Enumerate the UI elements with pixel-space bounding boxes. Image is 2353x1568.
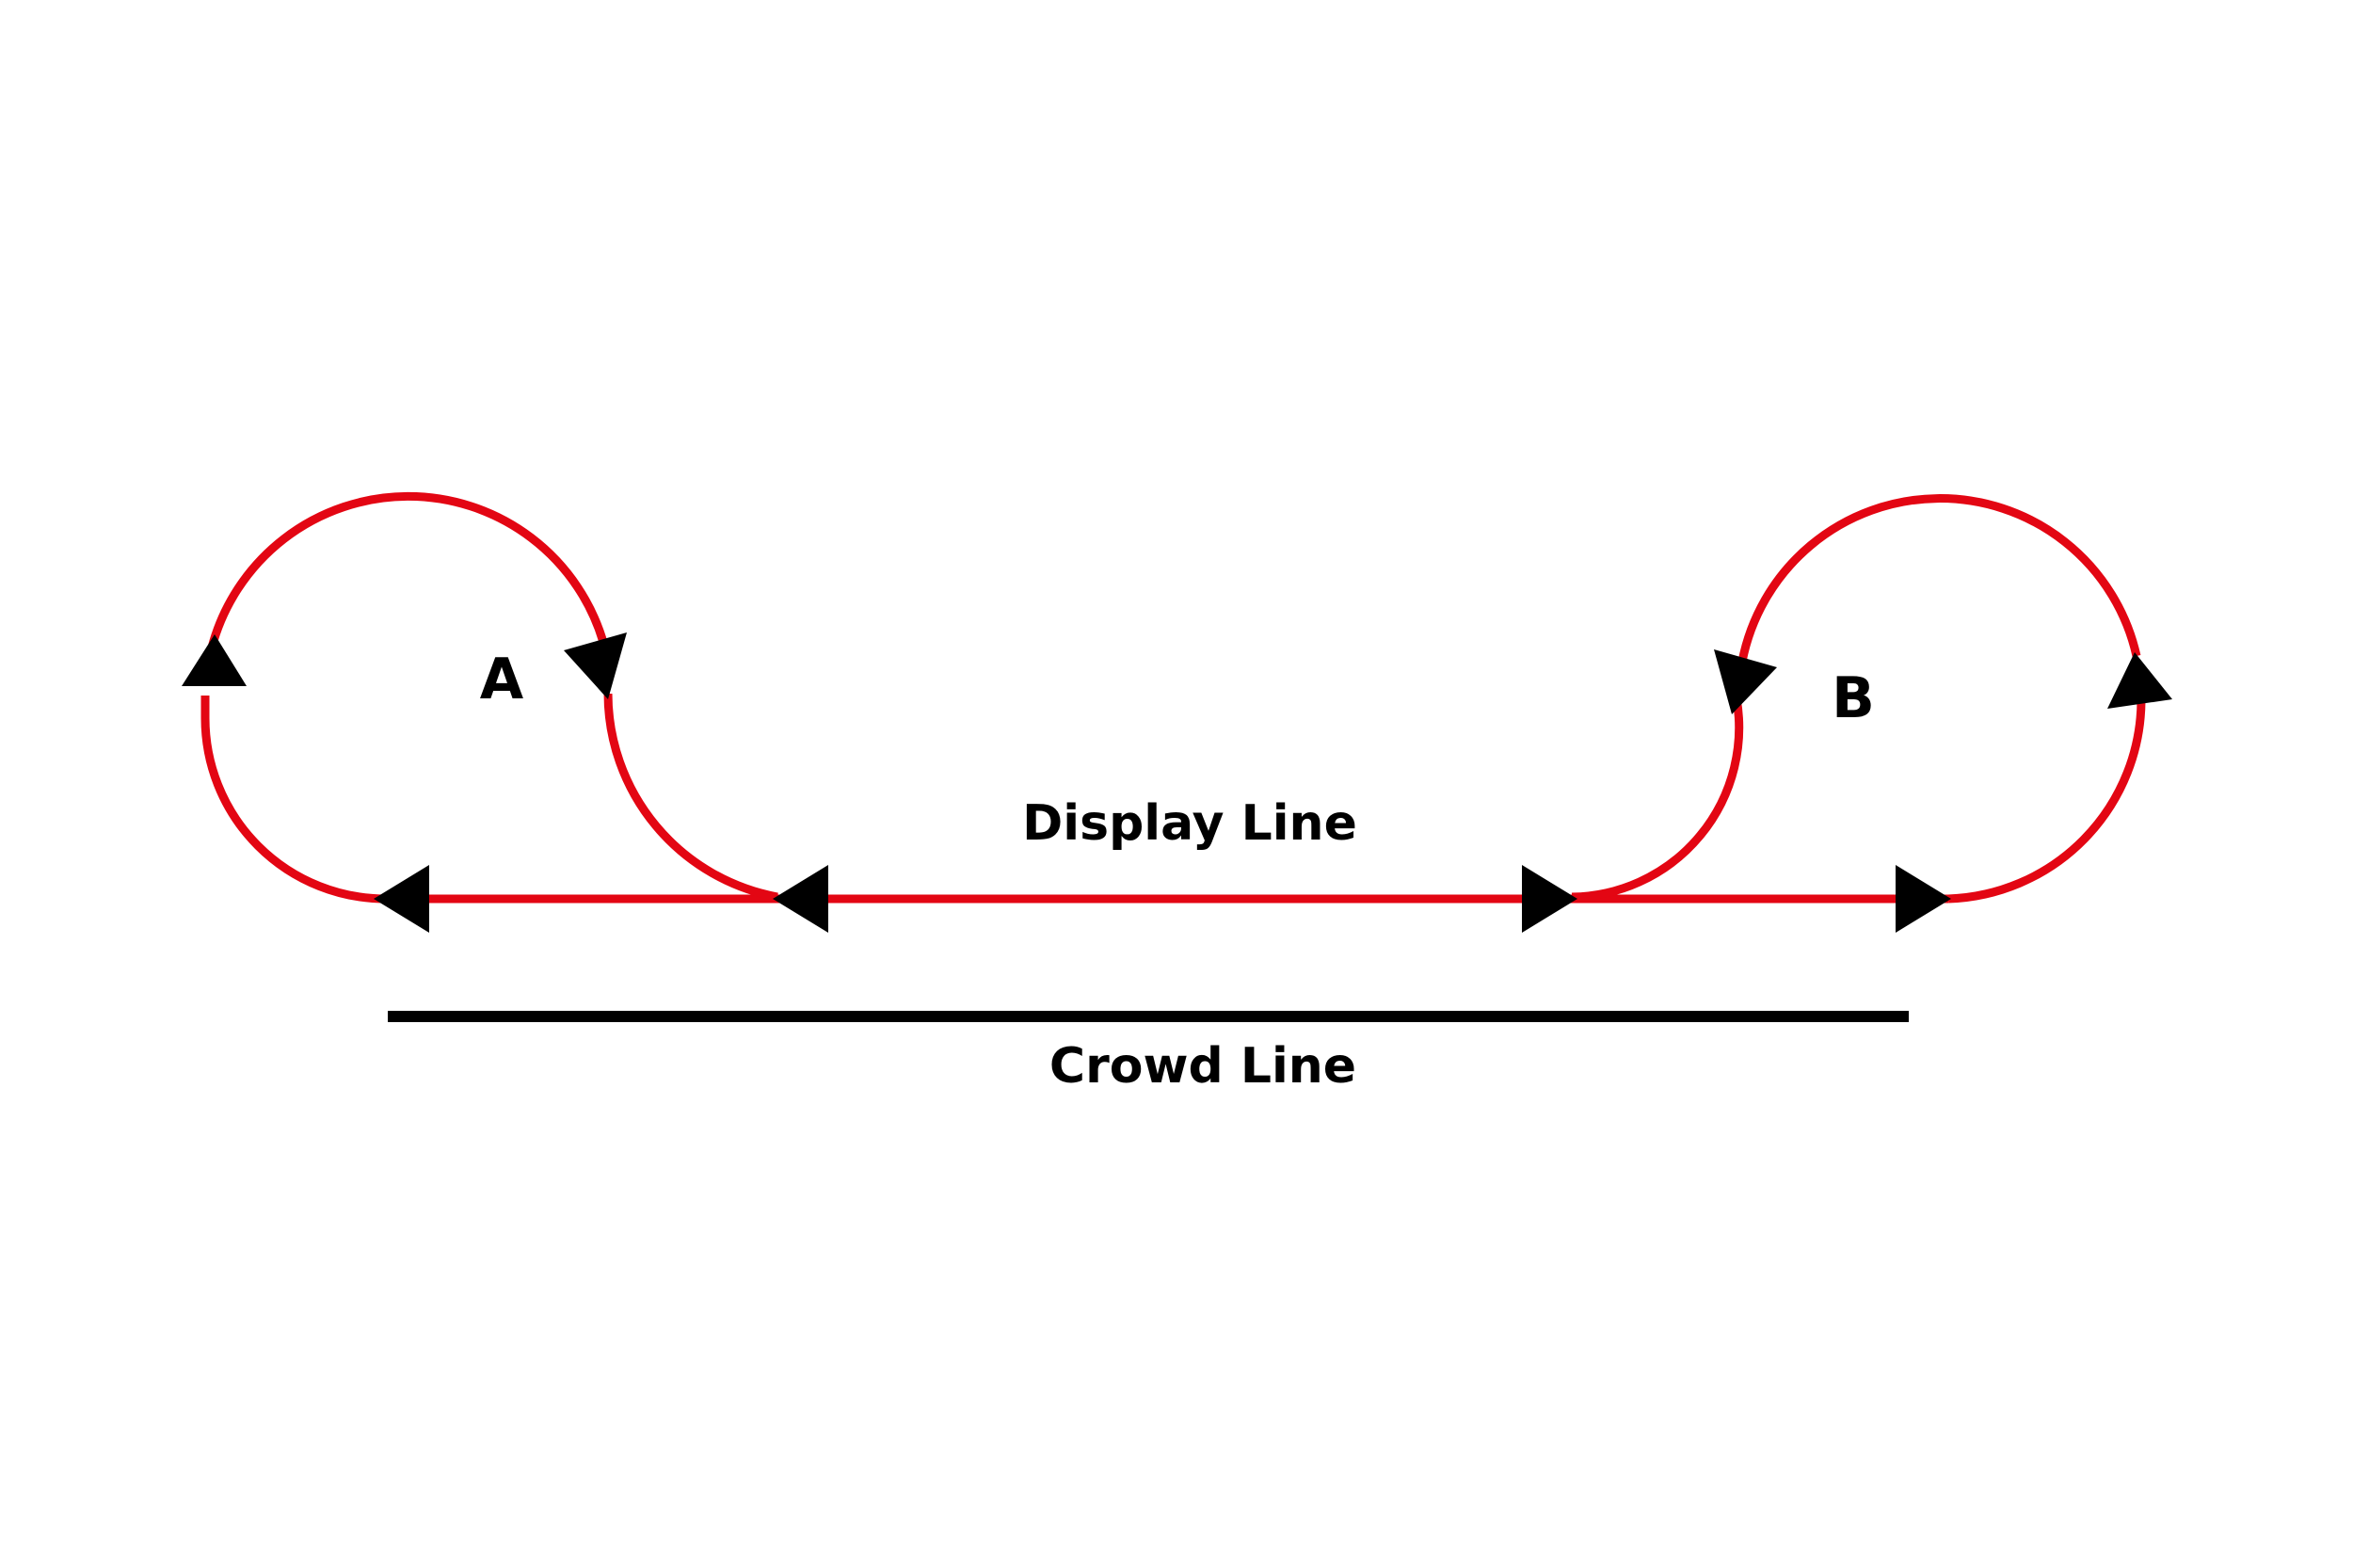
loop-b-top-arc [1737,494,2141,663]
arrow-left-outer-icon [374,865,429,933]
loop-a-outer-arc [200,696,387,904]
arrow-down-loop-a-icon [564,632,627,699]
loop-b-inner-arc [1571,697,1744,902]
arrow-down-loop-b-icon [2107,652,2172,709]
point-a-label: A [480,647,524,712]
arrow-right-outer-icon [1896,865,1951,933]
arrow-left-center-icon [773,865,828,933]
arrow-up-loop-a-icon [182,634,247,686]
arrow-up-loop-b-icon [1714,649,1777,714]
loop-a-inner-arc [603,693,778,902]
loop-a-top-arc [207,491,609,649]
display-line-label: Display Line [1022,795,1357,852]
point-b-label: B [1832,665,1875,731]
arrow-right-center-icon [1522,865,1577,933]
crowd-line-label: Crowd Line [1049,1038,1356,1095]
loop-b-outer-arc [1947,700,2146,904]
